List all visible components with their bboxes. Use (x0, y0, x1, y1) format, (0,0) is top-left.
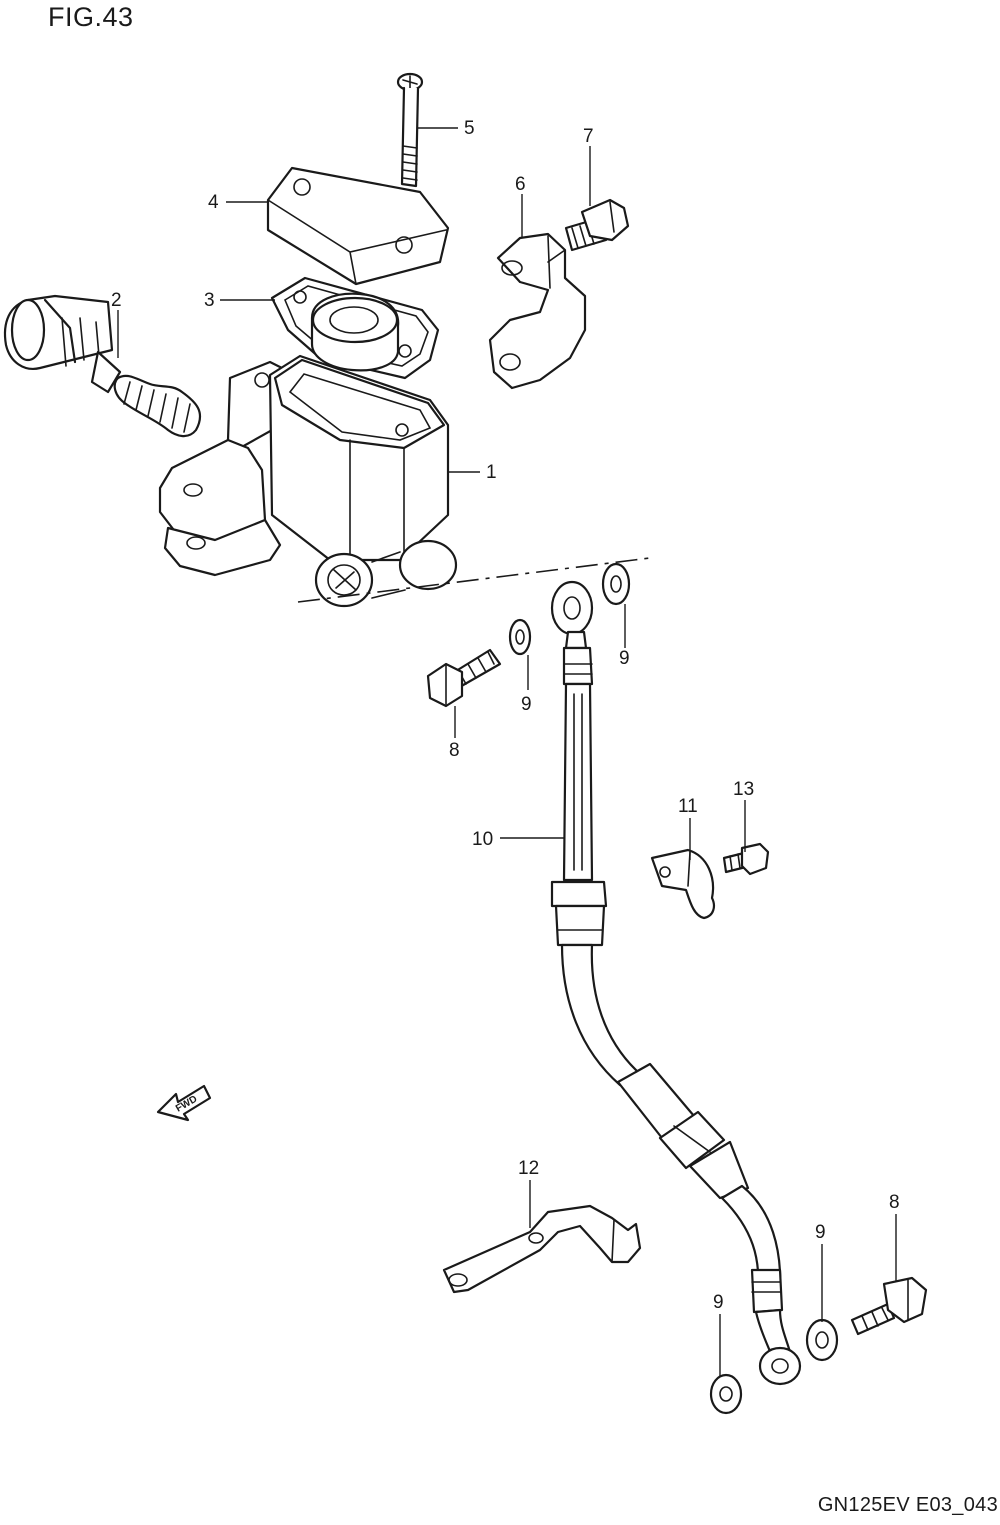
centre-line (297, 557, 651, 603)
leader-lines (117, 127, 897, 1376)
part-9-washer-d[interactable] (805, 1318, 839, 1362)
part-12-bracket[interactable] (442, 1204, 642, 1294)
part-10-brake-hose[interactable] (550, 580, 802, 1386)
part-7-bolt[interactable] (564, 198, 630, 252)
part-8-banjo-bolt-top[interactable] (426, 648, 502, 708)
callout-4: 4 (208, 192, 219, 213)
part-4-reservoir-cap[interactable] (266, 166, 450, 286)
callout-11: 11 (678, 796, 698, 817)
part-9-washer-b[interactable] (601, 562, 631, 606)
callout-3: 3 (204, 290, 215, 311)
callout-9-c: 9 (713, 1292, 724, 1313)
callout-5: 5 (464, 118, 475, 139)
fwd-arrow-icon: FWD (156, 1084, 212, 1122)
callout-8-bottom: 8 (889, 1192, 900, 1213)
part-13-bolt[interactable] (722, 842, 770, 876)
part-2-piston[interactable] (3, 294, 202, 438)
part-11-hose-clamp[interactable] (650, 848, 715, 920)
model-code: GN125EV E03_043 (817, 1494, 998, 1516)
part-8-banjo-bolt-bottom[interactable] (850, 1276, 928, 1336)
callout-12: 12 (518, 1158, 539, 1179)
part-1-master-cylinder-body[interactable] (158, 354, 458, 608)
part-9-washer-c[interactable] (709, 1373, 743, 1415)
callout-9-a: 9 (521, 694, 532, 715)
callout-9-d: 9 (815, 1222, 826, 1243)
part-9-washer-a[interactable] (508, 618, 532, 656)
figure-title: FIG.43 (48, 2, 134, 32)
callout-2: 2 (111, 290, 122, 311)
callout-7: 7 (583, 126, 594, 147)
part-5-screw[interactable] (396, 72, 424, 188)
callout-8-top: 8 (449, 740, 460, 761)
callout-13: 13 (733, 779, 754, 800)
callout-1: 1 (486, 462, 497, 483)
callout-9-b: 9 (619, 648, 630, 669)
callout-6: 6 (515, 174, 526, 195)
callout-10: 10 (472, 829, 493, 850)
part-3-diaphragm-plate[interactable] (270, 276, 440, 380)
part-6-clamp[interactable] (488, 232, 587, 390)
